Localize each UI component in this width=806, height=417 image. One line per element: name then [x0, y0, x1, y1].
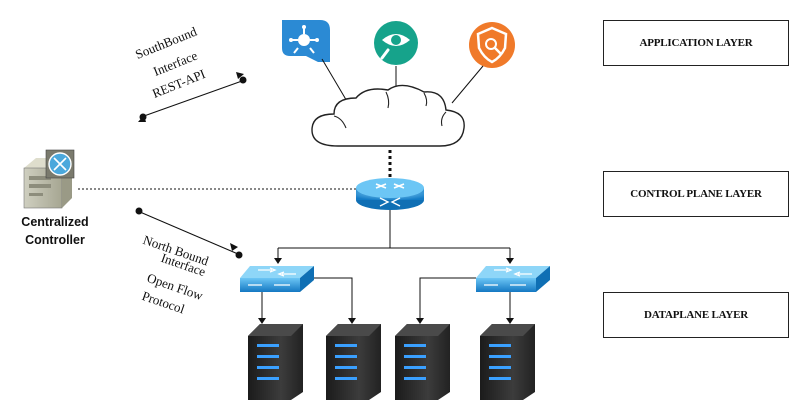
server-icon	[395, 324, 450, 400]
switch-icon	[476, 266, 550, 292]
controller-label-line2: Controller	[25, 233, 85, 247]
northbound-arrow	[135, 207, 243, 259]
server-icon	[248, 324, 303, 400]
security-shield-app-icon	[469, 22, 515, 68]
server-icon	[480, 324, 535, 400]
southbound-arrow	[138, 72, 247, 122]
control-plane-layer-box: CONTROL PLANE LAYER	[603, 171, 789, 217]
monitoring-app-icon	[374, 21, 418, 65]
server-icon	[326, 324, 381, 400]
switch-icon	[240, 266, 314, 292]
data-plane-layer-box: DATAPLANE LAYER	[603, 292, 789, 338]
controller-label-line1: Centralized	[21, 215, 89, 229]
data-plane-layer-label: DATAPLANE LAYER	[643, 309, 749, 321]
application-layer-label: APPLICATION LAYER	[639, 37, 753, 49]
application-layer-box: APPLICATION LAYER	[603, 20, 789, 66]
control-plane-layer-label: CONTROL PLANE LAYER	[630, 188, 762, 200]
network-app-icon	[282, 20, 330, 62]
router-icon	[356, 178, 424, 210]
computer-server-icon	[23, 149, 75, 209]
